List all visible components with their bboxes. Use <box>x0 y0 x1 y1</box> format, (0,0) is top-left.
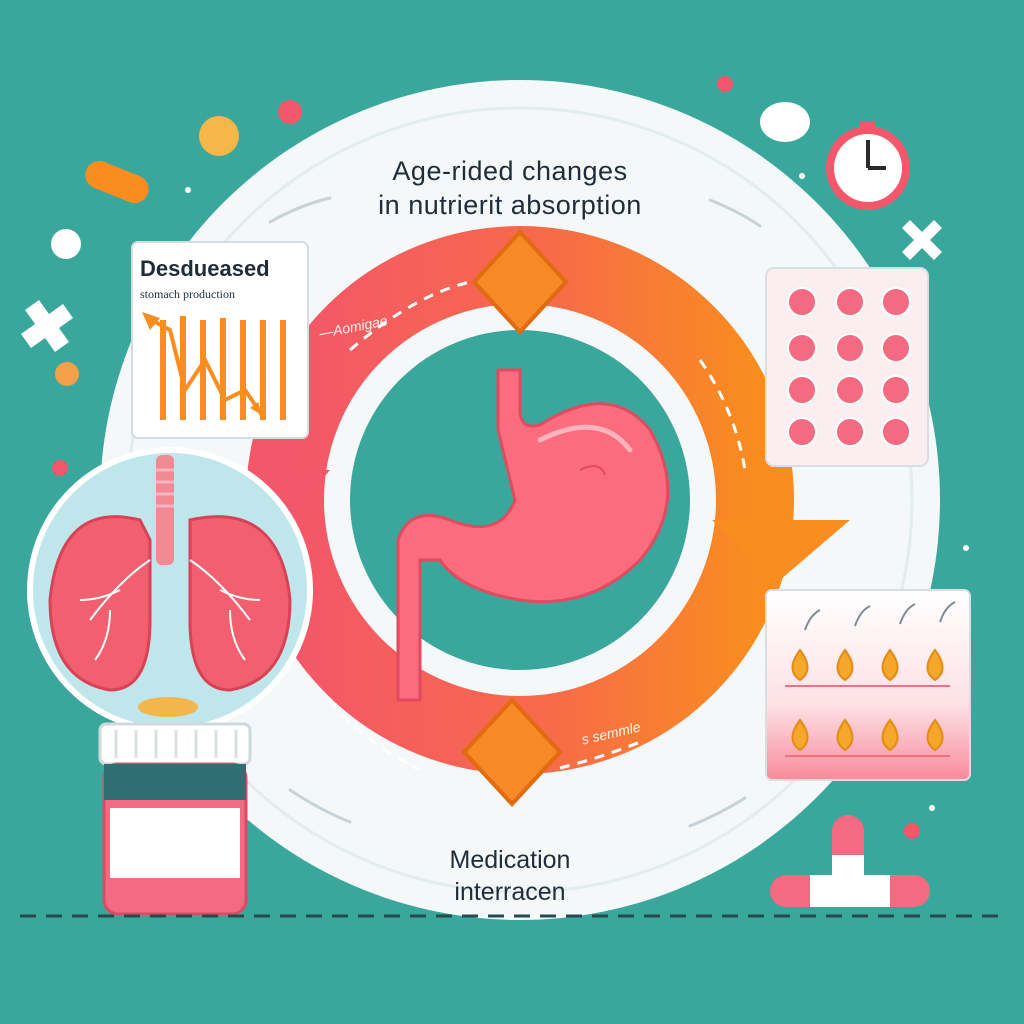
title-line-1: Age-rided changes <box>392 156 628 186</box>
sparkles <box>21 173 969 811</box>
stomach-icon <box>396 368 670 702</box>
arrow-head-right <box>712 520 850 580</box>
drops-icon <box>765 589 971 781</box>
chart-icon <box>142 312 286 420</box>
stomach-production-card <box>131 241 309 439</box>
stomach-card-title: Desdueased <box>140 256 270 281</box>
pill-decorations <box>51 76 920 839</box>
title-line-2: in nutrierit absorption <box>378 190 642 220</box>
ring-dashes <box>268 196 762 828</box>
medication-label-line-1: Medication <box>449 846 571 874</box>
stomach-card-subtitle: stomach production <box>140 287 235 301</box>
lungs-icon <box>27 447 313 733</box>
clock-icon <box>826 122 910 210</box>
pill-bottle-icon <box>98 697 252 916</box>
capsule-icon <box>85 160 930 907</box>
blister-pack-icon <box>765 267 929 467</box>
diamond-bottom <box>461 697 563 807</box>
diamond-top <box>471 229 569 335</box>
medication-label-line-2: interracen <box>454 878 566 906</box>
